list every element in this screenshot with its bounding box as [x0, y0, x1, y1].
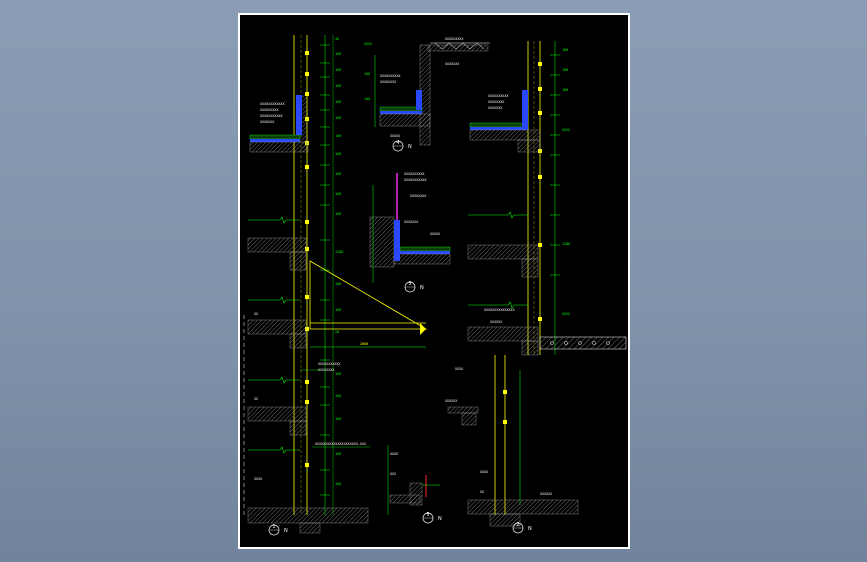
svg-text:XXXXXXX: XXXXXXX [445, 62, 460, 66]
svg-text:XXXXXXXX: XXXXXXXX [488, 100, 505, 104]
svg-text:XXXX: XXXX [480, 470, 489, 474]
svg-text:100: 100 [335, 282, 341, 286]
detail-3-section: XXXXXXXXXXXXXXXXXXXXX XXXXXXXXXXXXXXX XX… [369, 172, 451, 293]
detail-5-suffix: N [438, 516, 442, 522]
svg-text:100: 100 [335, 482, 341, 486]
svg-text:100: 100 [335, 84, 341, 88]
svg-text:XXXXXXX: XXXXXXX [260, 120, 275, 124]
svg-text:XXXXXXXXXXXX: XXXXXXXXXXXX [260, 102, 285, 106]
svg-text:100: 100 [335, 452, 341, 456]
detail-3-number: 3 [408, 281, 411, 287]
svg-text:100: 100 [364, 97, 370, 101]
svg-text:XXXX: XXXX [254, 477, 263, 481]
detail-5-number: 5 [426, 512, 429, 518]
svg-text:XXXXXXXXXXXXXXX: XXXXXXXXXXXXXXX [484, 308, 516, 312]
svg-text:XXXXXXXX: XXXXXXXX [318, 368, 335, 372]
detail-1-number: 1 [272, 524, 275, 530]
svg-text:XXXXXXXX: XXXXXXXX [410, 194, 427, 198]
svg-text:XXXXX: XXXXX [430, 232, 441, 236]
svg-text:40: 40 [335, 37, 339, 41]
svg-text:100: 100 [335, 417, 341, 421]
svg-text:1200: 1200 [335, 250, 343, 254]
svg-text:XXXX: XXXX [562, 312, 571, 316]
svg-text:XXXX: XXXX [562, 128, 571, 132]
svg-text:XXXXXX: XXXXXX [445, 399, 458, 403]
svg-text:100: 100 [335, 152, 341, 156]
svg-text:100: 100 [364, 72, 370, 76]
svg-text:100: 100 [335, 100, 341, 104]
svg-text:XXXXXXXXXXX: XXXXXXXXXXX [260, 114, 283, 118]
svg-text:100: 100 [335, 394, 341, 398]
svg-text:100: 100 [562, 88, 568, 92]
svg-text:XXXXXX: XXXXXX [490, 320, 503, 324]
svg-text:100: 100 [335, 52, 341, 56]
detail-2-suffix: N [528, 526, 532, 532]
detail-4-suffix: N [408, 144, 412, 150]
svg-text:100: 100 [335, 134, 341, 138]
detail-2-number: 2 [516, 522, 519, 528]
svg-text:XX: XX [254, 397, 259, 401]
svg-text:XXXXXXXXXX: XXXXXXXXXX [404, 172, 425, 176]
svg-text:XXXXXXXXX: XXXXXXXXX [445, 37, 464, 41]
svg-text:XXXXXX: XXXXXX [540, 492, 553, 496]
svg-text:XXXXXXXXX: XXXXXXXXX [260, 108, 279, 112]
svg-text:100: 100 [335, 172, 341, 176]
svg-text:XXXXXXX: XXXXXXX [488, 106, 503, 110]
svg-text:100: 100 [562, 68, 568, 72]
svg-text:XXXXXXXX: XXXXXXXX [380, 80, 397, 84]
svg-text:XX: XX [480, 490, 485, 494]
svg-text:2000: 2000 [360, 342, 368, 346]
svg-text:XX: XX [254, 312, 259, 316]
svg-text:100: 100 [335, 192, 341, 196]
svg-text:XXX: XXX [390, 472, 397, 476]
svg-text:XXXX: XXXX [390, 452, 399, 456]
detail-3-suffix: N [420, 285, 424, 291]
svg-text:XXXXXXXXXX: XXXXXXXXXX [488, 94, 509, 98]
svg-text:100: 100 [335, 68, 341, 72]
svg-text:100: 100 [335, 308, 341, 312]
svg-text:100: 100 [335, 116, 341, 120]
svg-text:XXXXXXXXXXX: XXXXXXXXXXX [404, 178, 427, 182]
svg-text:100: 100 [562, 48, 568, 52]
svg-text:XXXX: XXXX [455, 367, 464, 371]
svg-text:20: 20 [335, 330, 339, 334]
detail-5-section: XXXXXXX 5 N [387, 445, 442, 524]
svg-text:XXXXXXXXXX: XXXXXXXXXX [380, 74, 401, 78]
svg-text:XXXXXXX: XXXXXXX [404, 220, 419, 224]
svg-text:XXXXX: XXXXX [390, 134, 401, 138]
svg-text:XXXXXXXXXXX: XXXXXXXXXXX [318, 362, 341, 366]
svg-text:1200: 1200 [562, 242, 570, 246]
svg-text:100: 100 [335, 372, 341, 376]
svg-text:XXXXXXXXXXXXXXXXXXXXX-XXX: XXXXXXXXXXXXXXXXXXXXX-XXX [315, 442, 367, 446]
detail-1-suffix: N [284, 528, 288, 534]
detail-4-number: 4 [396, 140, 399, 146]
svg-text:XXXX: XXXX [364, 42, 373, 46]
svg-text:100: 100 [335, 212, 341, 216]
